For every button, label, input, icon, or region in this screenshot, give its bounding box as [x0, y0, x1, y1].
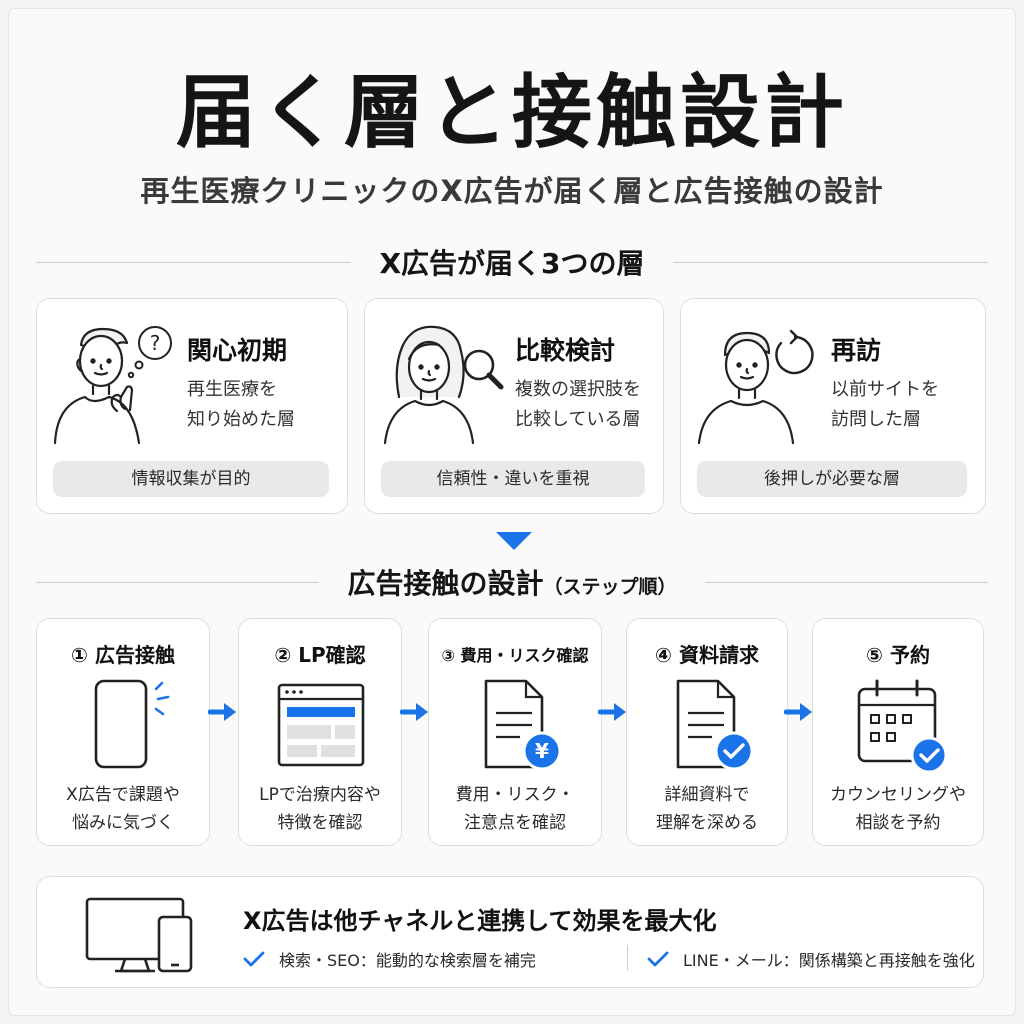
down-arrow-icon: [496, 532, 532, 550]
right-arrow-icon: [208, 703, 236, 721]
step-card-cost-risk: ③ 費用・リスク確認 ¥ 費用・リスク・ 注意点を確認: [428, 618, 602, 846]
layer-desc-line: 訪問した層: [831, 409, 921, 430]
layer-desc-line: 知り始めた層: [187, 409, 295, 430]
document-yen-icon: ¥: [484, 679, 562, 771]
svg-text:¥: ¥: [535, 739, 549, 763]
document-check-icon: [676, 679, 754, 771]
feature-text: 検索・SEO：能動的な検索層を補完: [279, 951, 536, 970]
layers-section-heading: X広告が届く3つの層: [36, 242, 989, 282]
step-card-document-request: ④ 資料請求 詳細資料で 理解を深める: [626, 618, 788, 846]
step-desc-line: 特徴を確認: [277, 813, 363, 833]
layer-goal-pill: 後押しが必要な層: [697, 461, 967, 497]
step-title: ② LP確認: [274, 643, 366, 667]
feature-line-mail: LINE・メール：関係構築と再接触を強化: [647, 947, 975, 971]
checkmark-icon: [243, 951, 265, 967]
step-title: ④ 資料請求: [655, 643, 759, 667]
step-desc: 詳細資料で 理解を深める: [627, 781, 787, 837]
step-desc-line: カウンセリングや: [830, 785, 966, 805]
step-desc: カウンセリングや 相談を予約: [813, 781, 983, 837]
step-desc-line: 注意点を確認: [464, 813, 566, 833]
feature-text: LINE・メール：関係構築と再接触を強化: [683, 951, 975, 970]
step-card-ad-contact: ① 広告接触 X広告で課題や 悩みに気づく: [36, 618, 210, 846]
browser-window-icon: [277, 683, 365, 767]
step-desc-line: 相談を予約: [855, 813, 941, 833]
layer-card-early-interest: ? 関心初期 再生医療を 知り始めた層 情報収集が目的: [36, 298, 348, 514]
person-refresh-icon: [697, 329, 814, 445]
layer-name: 再訪: [831, 336, 882, 365]
step-desc-line: 費用・リスク・: [455, 785, 575, 805]
heading-rule-left: [36, 261, 352, 263]
layer-desc-line: 再生医療を: [187, 379, 277, 400]
layer-desc: 複数の選択肢を 比較している層: [515, 375, 641, 435]
page-subtitle: 再生医療クリニックのX広告が届く層と広告接触の設計: [140, 174, 884, 208]
layer-goal-pill: 情報収集が目的: [53, 461, 329, 497]
step-title: ③ 費用・リスク確認: [441, 646, 589, 665]
layer-desc-line: 比較している層: [515, 409, 641, 430]
step-desc: X広告で課題や 悩みに気づく: [37, 781, 209, 837]
steps-heading-note: （ステップ順）: [543, 576, 677, 598]
heading-rule-right: [672, 261, 989, 263]
layer-card-revisit: 再訪 以前サイトを 訪問した層 後押しが必要な層: [680, 298, 986, 514]
step-title: ⑤ 予約: [866, 643, 930, 667]
step-card-lp-check: ② LP確認 LPで治療内容や 特徴を確認: [238, 618, 402, 846]
layer-card-comparison: 比較検討 複数の選択肢を 比較している層 信頼性・違いを重視: [364, 298, 664, 514]
steps-section-heading: 広告接触の設計（ステップ順）: [36, 562, 988, 602]
steps-heading-main: 広告接触の設計: [347, 567, 544, 600]
channel-synergy-card: X広告は他チャネルと連携して効果を最大化 検索・SEO：能動的な検索層を補完 L…: [36, 876, 984, 988]
right-arrow-icon: [784, 703, 812, 721]
step-desc: 費用・リスク・ 注意点を確認: [429, 781, 601, 837]
synergy-title: X広告は他チャネルと連携して効果を最大化: [243, 907, 717, 935]
desktop-mobile-icon: [85, 897, 193, 973]
calendar-check-icon: [857, 679, 948, 774]
step-title: ① 広告接触: [71, 643, 175, 667]
layer-name: 関心初期: [187, 336, 288, 365]
layer-goal-pill: 信頼性・違いを重視: [381, 461, 645, 497]
checkmark-icon: [647, 951, 669, 967]
step-desc-line: 悩みに気づく: [72, 813, 174, 833]
thinking-person-icon: ?: [53, 326, 172, 445]
step-desc-line: 理解を深める: [656, 813, 758, 833]
feature-search-seo: 検索・SEO：能動的な検索層を補完: [243, 947, 536, 971]
steps-heading-label: 広告接触の設計（ステップ順）: [319, 562, 704, 602]
step-desc: LPで治療内容や 特徴を確認: [239, 781, 401, 837]
woman-magnifier-icon: [383, 325, 504, 445]
heading-rule-left: [36, 581, 320, 583]
layers-heading-label: X広告が届く3つの層: [379, 247, 645, 280]
step-desc-line: LPで治療内容や: [259, 785, 381, 805]
layer-desc: 再生医療を 知り始めた層: [187, 375, 295, 435]
right-arrow-icon: [400, 703, 428, 721]
svg-text:?: ?: [150, 331, 161, 355]
right-arrow-icon: [598, 703, 626, 721]
step-desc-line: 詳細資料で: [664, 785, 750, 805]
step-card-reservation: ⑤ 予約 カウンセリングや 相談を予約: [812, 618, 984, 846]
smartphone-icon: [94, 679, 170, 769]
page-title: 届く層と接触設計: [176, 66, 848, 159]
feature-divider: [627, 945, 628, 971]
layer-desc: 以前サイトを 訪問した層: [831, 375, 939, 435]
layer-desc-line: 以前サイトを: [831, 379, 939, 400]
layer-name: 比較検討: [515, 336, 616, 365]
layer-desc-line: 複数の選択肢を: [515, 379, 641, 400]
step-desc-line: X広告で課題や: [66, 785, 180, 805]
heading-rule-right: [704, 581, 988, 583]
